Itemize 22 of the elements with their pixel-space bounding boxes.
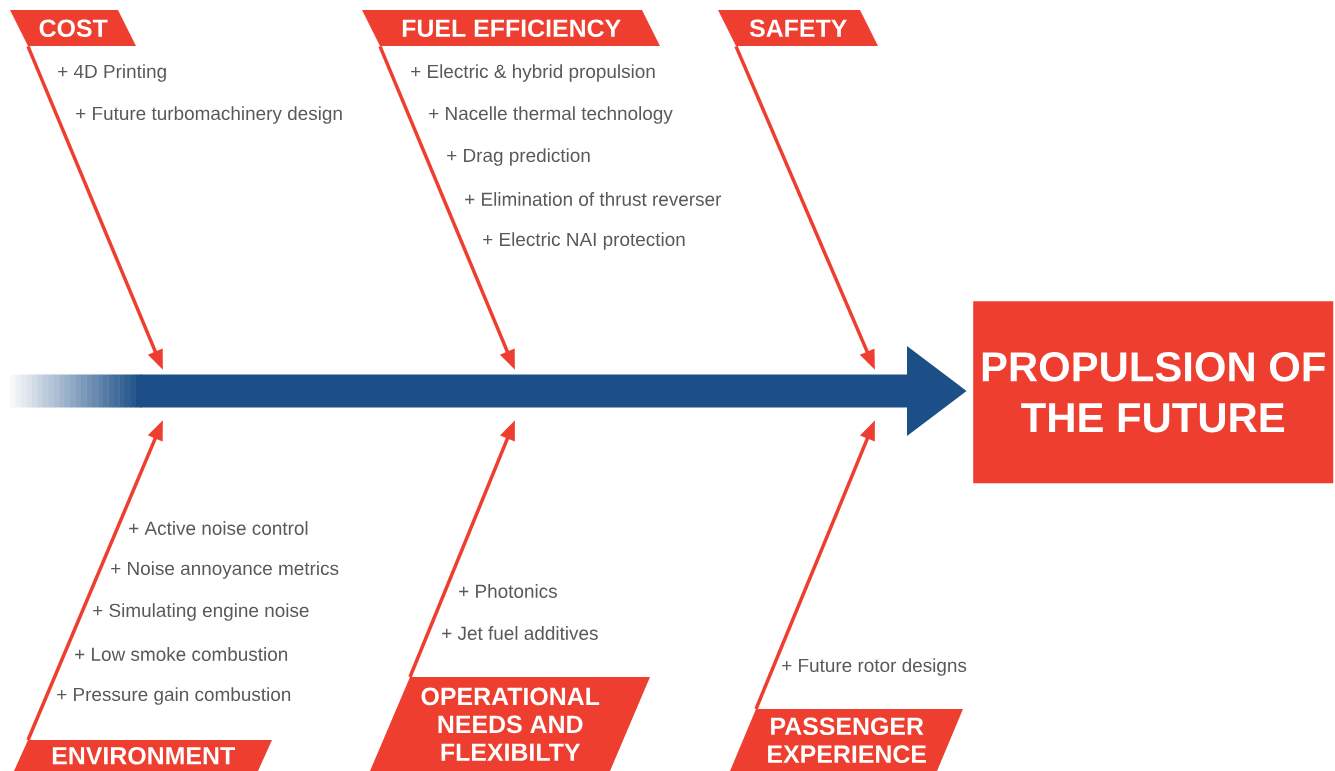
bullet-text: + Pressure gain combustion — [57, 687, 291, 705]
bullet-text: + Electric & hybrid propulsion — [411, 64, 655, 82]
bullet-text: + Future turbomachinery design — [76, 106, 342, 124]
title-box: PROPULSION OF THE FUTURE — [973, 301, 1334, 484]
bullet-text: + Electric NAI protection — [483, 232, 685, 250]
category-banner: OPERATIONAL NEEDS AND FLEXIBILTY — [370, 677, 650, 771]
bullet-text: + Active noise control — [129, 521, 308, 535]
bullet-text: + Simulating engine noise — [93, 603, 309, 621]
bullet-text: + Future rotor designs — [782, 658, 967, 676]
category-banner: PASSENGER EXPERIENCE — [730, 709, 963, 771]
category-banner: COST — [10, 10, 136, 46]
bullet-text: + Photonics — [459, 584, 557, 598]
category-banner: FUEL EFFICIENCY — [362, 10, 660, 46]
category-banner: ENVIRONMENT — [14, 740, 272, 771]
bullet-text: + Drag prediction — [447, 148, 590, 166]
bullet-text: + Elimination of thrust reverser — [465, 192, 722, 206]
bullet-text: + 4D Printing — [58, 64, 166, 82]
bullet-text: + Jet fuel additives — [442, 626, 598, 640]
bullet-text: + Noise annoyance metrics — [111, 561, 339, 579]
category-banner: SAFETY — [718, 10, 878, 46]
bullet-text: + Nacelle thermal technology — [429, 106, 673, 124]
bullet-text: + Low smoke combustion — [75, 647, 288, 661]
